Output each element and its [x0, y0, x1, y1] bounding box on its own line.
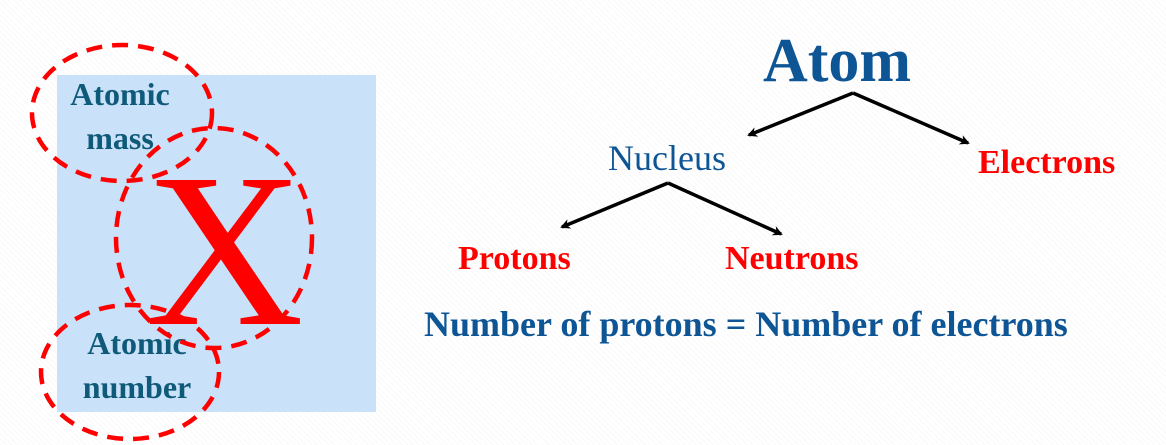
neutrons-node: Neutrons	[725, 240, 859, 277]
atomic-number-label: Atomic number	[72, 327, 202, 403]
electrons-node: Electrons	[978, 144, 1116, 181]
atomic-mass-dashed-circle	[29, 42, 215, 184]
atomic-number-label-line2: number	[82, 369, 192, 405]
arrow-atom-to-electrons-icon	[852, 91, 970, 145]
nucleus-node: Nucleus	[608, 138, 726, 178]
atomic-number-label-line1: Atomic	[87, 325, 187, 361]
protons-node: Protons	[458, 240, 571, 277]
atom-title: Atom	[763, 27, 912, 95]
equation-text: Number of protons = Number of electrons	[424, 304, 1068, 344]
arrow-nucleus-to-neutrons-icon	[667, 181, 783, 236]
atomic-mass-label: Atomic mass	[60, 78, 180, 154]
symbol-dashed-circle	[113, 125, 315, 351]
atomic-number-dashed-circle	[38, 302, 222, 442]
arrow-nucleus-to-protons-icon	[560, 181, 669, 229]
dashed-circles	[29, 42, 315, 442]
arrow-atom-to-nucleus-icon	[747, 91, 854, 137]
tree-arrows	[560, 91, 970, 236]
atomic-mass-label-line1: Atomic	[70, 76, 170, 112]
atomic-mass-label-line2: mass	[86, 120, 154, 156]
